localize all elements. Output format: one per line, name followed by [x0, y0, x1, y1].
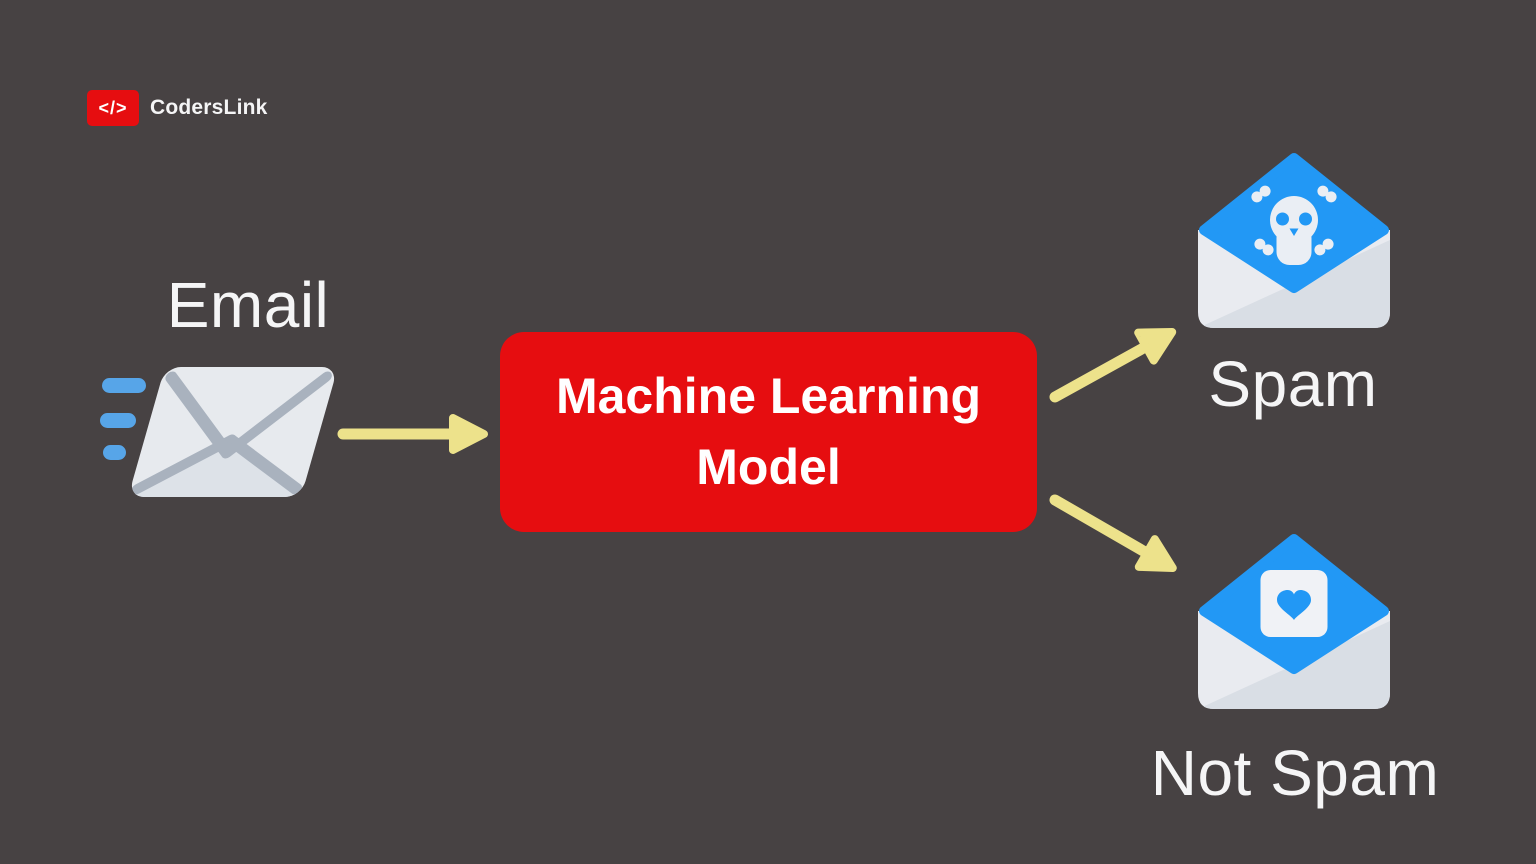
spam-label: Spam	[1208, 348, 1378, 420]
not-spam-envelope-icon	[1198, 533, 1390, 714]
not-spam-label: Not Spam	[1150, 737, 1440, 809]
ml-model-box: Machine Learning Model	[500, 332, 1037, 532]
email-label: Email	[166, 269, 330, 341]
love-letter-card-icon	[1260, 570, 1328, 637]
speeding-envelope-icon	[95, 355, 365, 510]
speed-lines-icon	[100, 378, 146, 460]
code-tag-icon: </>	[87, 85, 139, 126]
envelope-body-icon	[128, 367, 335, 497]
ml-model-label: Machine Learning Model	[555, 368, 982, 495]
spam-envelope-icon	[1198, 152, 1390, 333]
brand-name: CodersLink	[150, 96, 268, 119]
brand-logo: </> CodersLink	[87, 85, 268, 126]
heart-icon	[1277, 590, 1311, 620]
arrow-model-to-not-spam-icon	[1049, 494, 1177, 572]
skull-crossbones-icon	[1251, 185, 1337, 265]
logo-glyph: </>	[98, 97, 128, 118]
